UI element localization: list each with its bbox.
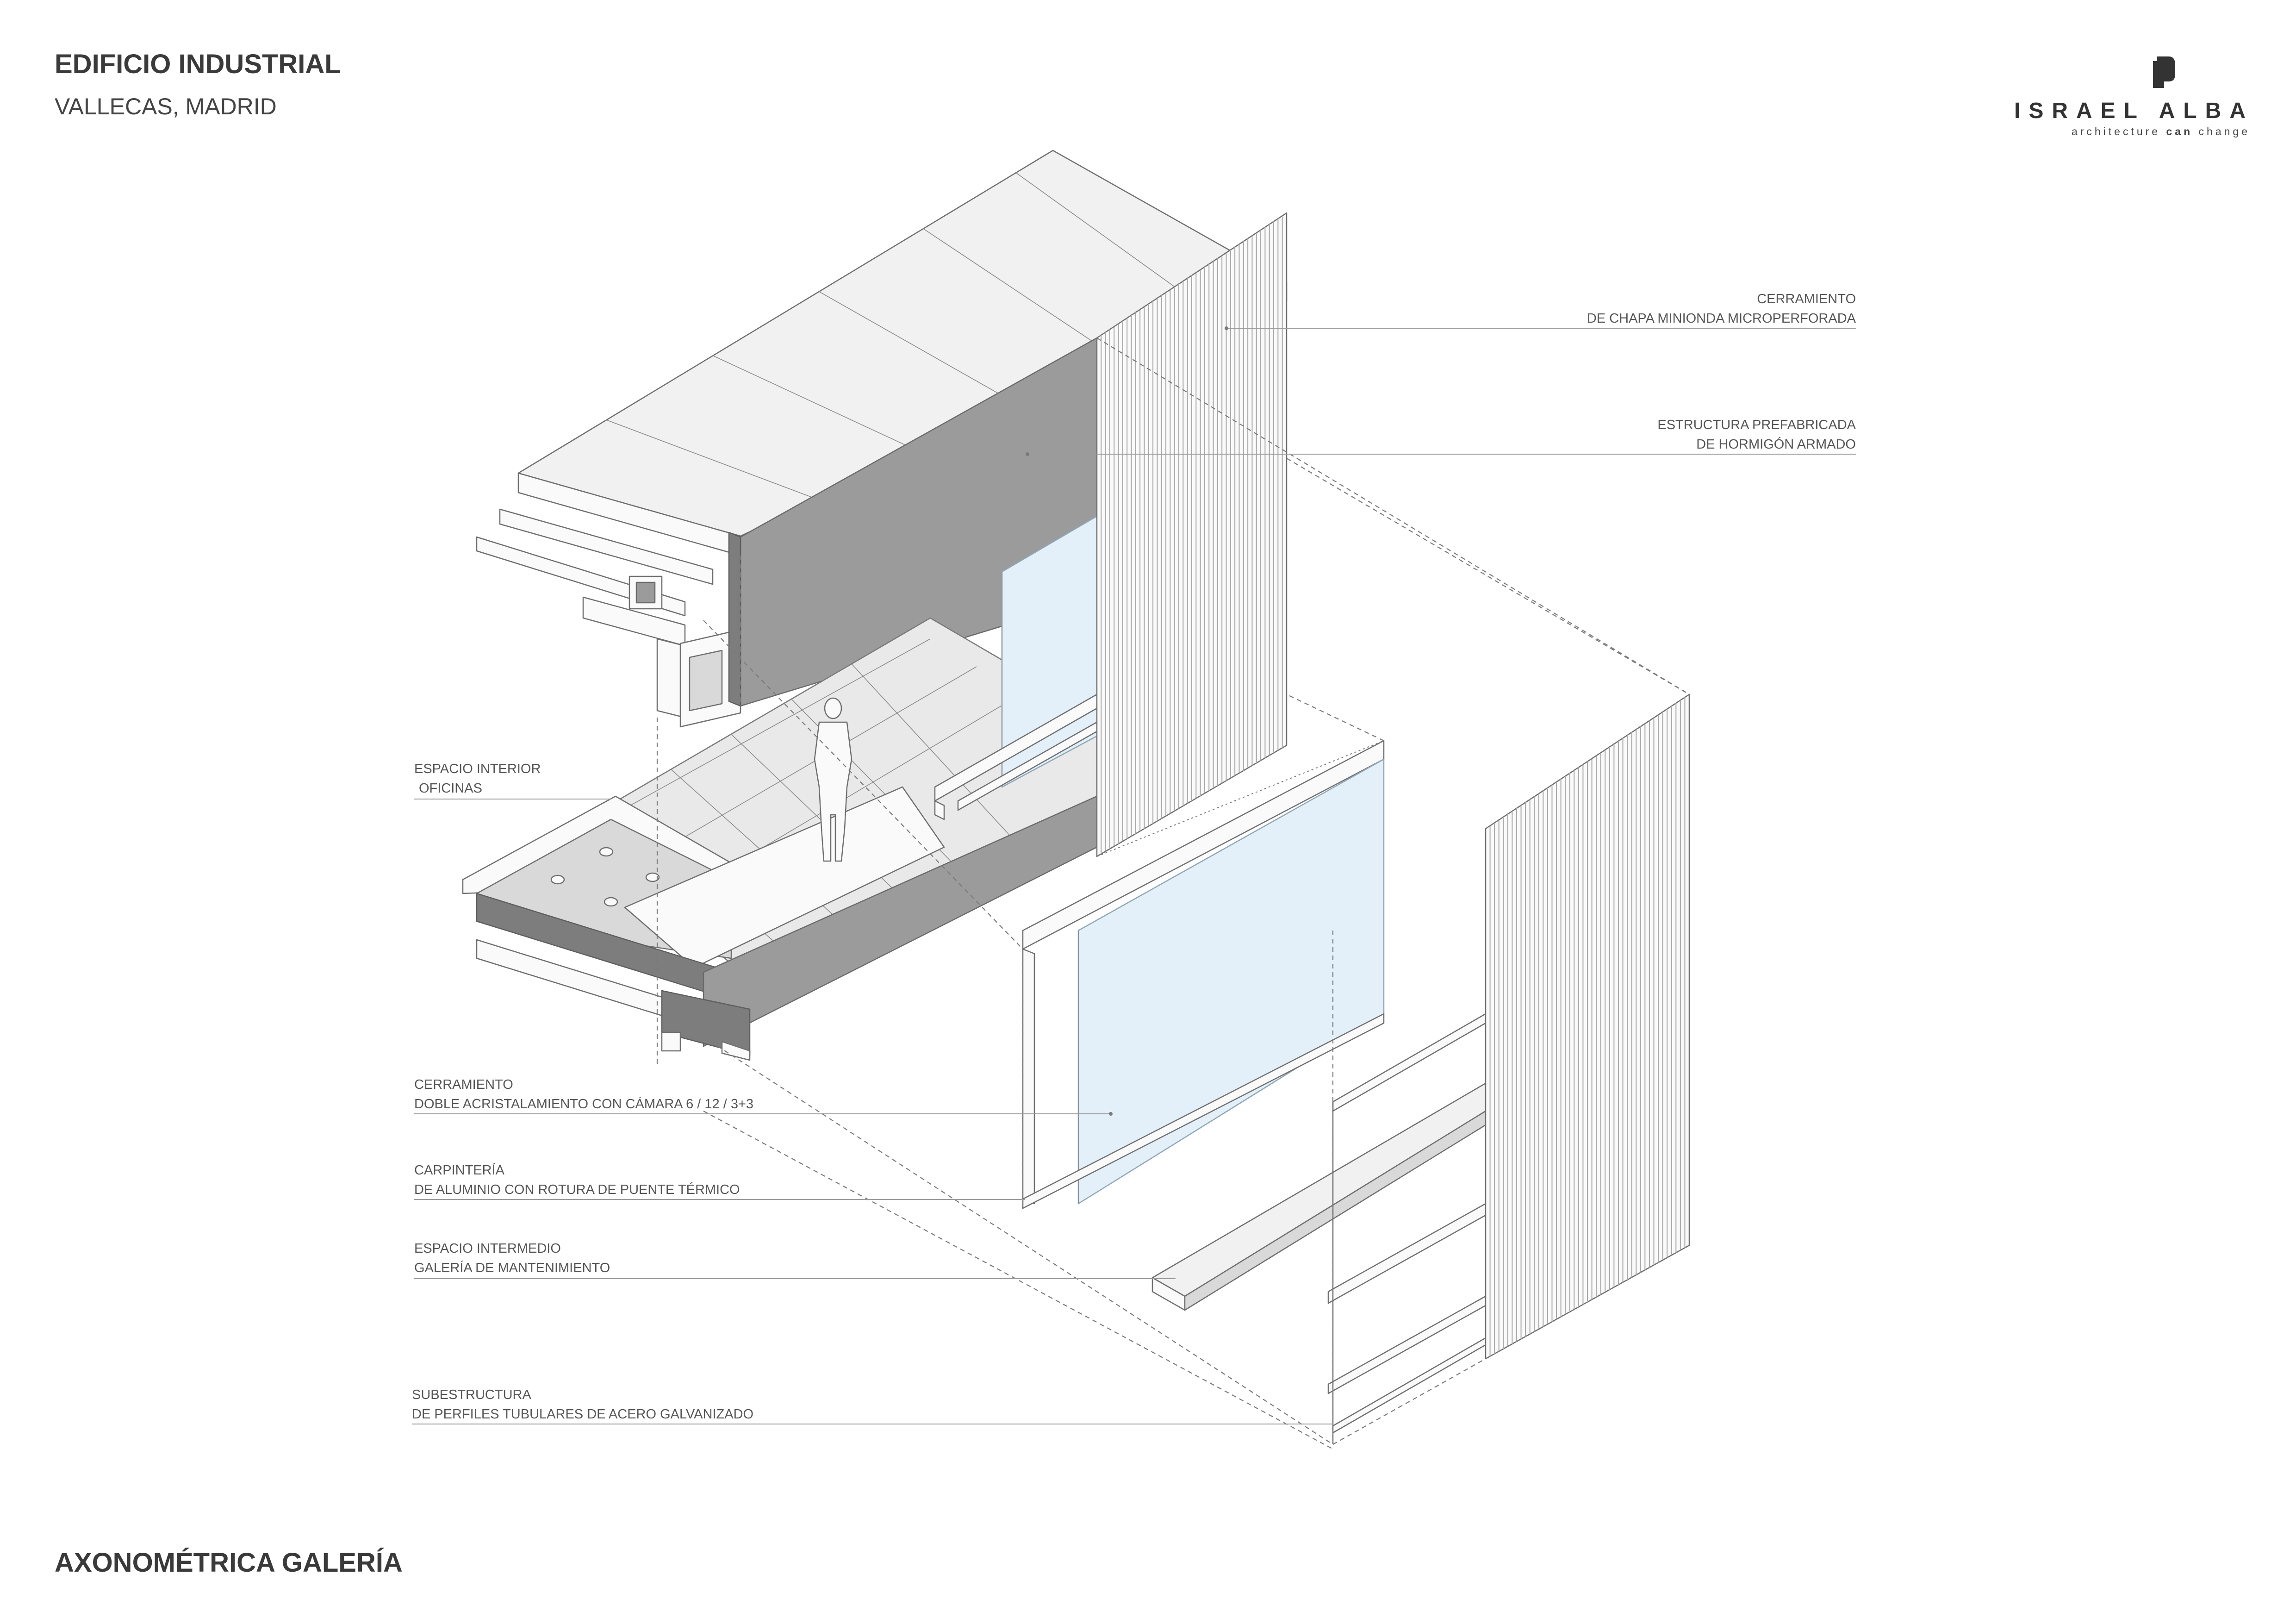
israel-alba-logo-icon bbox=[2153, 56, 2175, 88]
label-carpinteria-line2: DE ALUMINIO CON ROTURA DE PUENTE TÉRMICO bbox=[414, 1182, 740, 1197]
glass-panel-upper bbox=[934, 515, 1098, 820]
project-title: EDIFICIO INDUSTRIAL bbox=[55, 49, 341, 79]
drawing-title: AXONOMÉTRICA GALERÍA bbox=[55, 1548, 403, 1578]
label-espacio-intermedio-line2: GALERÍA DE MANTENIMIENTO bbox=[414, 1260, 610, 1275]
label-carpinteria: CARPINTERÍA DE ALUMINIO CON ROTURA DE PU… bbox=[414, 1162, 1025, 1200]
label-cerramiento-chapa-line1: CERRAMIENTO bbox=[1757, 292, 1856, 306]
label-cerramiento-chapa: CERRAMIENTO DE CHAPA MINIONDA MICROPERFO… bbox=[1225, 292, 1856, 330]
label-estructura-line2: DE HORMIGÓN ARMADO bbox=[1696, 437, 1856, 452]
label-subestructura: SUBESTRUCTURA DE PERFILES TUBULARES DE A… bbox=[412, 1387, 1333, 1424]
label-cerramiento-vidrio: CERRAMIENTO DOBLE ACRISTALAMIENTO CON CÁ… bbox=[414, 1077, 1113, 1116]
label-espacio-intermedio-line1: ESPACIO INTERMEDIO bbox=[414, 1241, 561, 1256]
human-figure-icon bbox=[814, 697, 852, 862]
label-carpinteria-line1: CARPINTERÍA bbox=[414, 1162, 505, 1178]
label-espacio-interior: ESPACIO INTERIOR OFICINAS bbox=[414, 762, 611, 800]
perforated-cladding-upper bbox=[1096, 212, 1288, 857]
project-location: VALLECAS, MADRID bbox=[55, 94, 277, 119]
logo-tagline-post: change bbox=[2199, 125, 2250, 137]
label-cerramiento-vidrio-line2: DOBLE ACRISTALAMIENTO CON CÁMARA 6 / 12 … bbox=[414, 1096, 753, 1112]
substructure-dashed-lines bbox=[656, 337, 1690, 1449]
perforated-cladding-lower bbox=[1485, 693, 1690, 1360]
label-espacio-intermedio: ESPACIO INTERMEDIO GALERÍA DE MANTENIMIE… bbox=[414, 1241, 1176, 1279]
label-cerramiento-chapa-line2: DE CHAPA MINIONDA MICROPERFORADA bbox=[1587, 311, 1856, 326]
label-cerramiento-vidrio-line1: CERRAMIENTO bbox=[414, 1077, 513, 1092]
logo-tagline: architecture can change bbox=[2072, 125, 2250, 137]
logo-tagline-pre: architecture bbox=[2072, 125, 2160, 137]
label-subestructura-line1: SUBESTRUCTURA bbox=[412, 1387, 531, 1402]
label-subestructura-line2: DE PERFILES TUBULARES DE ACERO GALVANIZA… bbox=[412, 1407, 753, 1422]
label-estructura: ESTRUCTURA PREFABRICADA DE HORMIGÓN ARMA… bbox=[1026, 418, 1856, 456]
glass-facade-lower bbox=[1022, 740, 1385, 1209]
label-espacio-interior-line2: OFICINAS bbox=[419, 781, 482, 796]
logo-tagline-bold: can bbox=[2166, 125, 2193, 137]
logo-name: ISRAEL ALBA bbox=[2014, 99, 2254, 123]
label-estructura-line1: ESTRUCTURA PREFABRICADA bbox=[1657, 418, 1856, 432]
label-espacio-interior-line1: ESPACIO INTERIOR bbox=[414, 762, 541, 776]
